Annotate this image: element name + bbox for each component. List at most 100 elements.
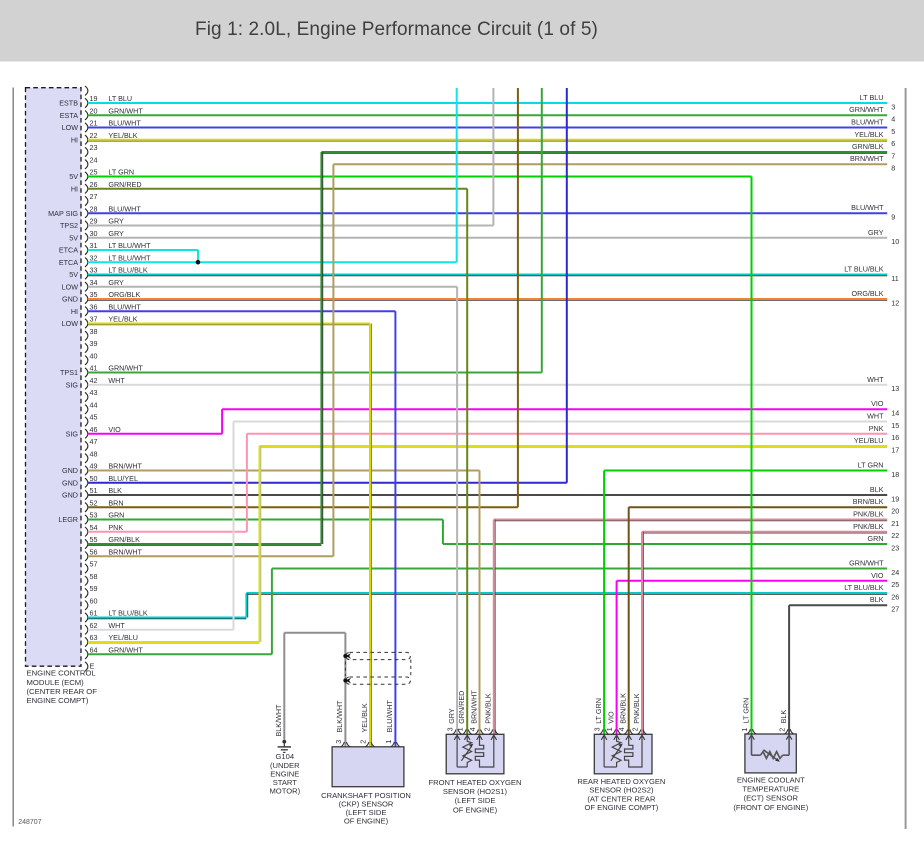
svg-text:42: 42: [90, 376, 98, 385]
svg-text:LT BLU/BLK: LT BLU/BLK: [844, 583, 883, 592]
svg-text:32: 32: [90, 253, 98, 262]
svg-text:27: 27: [891, 605, 899, 614]
svg-text:WHT: WHT: [108, 376, 125, 385]
svg-text:PNK/BLK: PNK/BLK: [484, 693, 493, 724]
svg-text:27: 27: [90, 192, 98, 201]
svg-text:2: 2: [631, 727, 640, 731]
svg-text:37: 37: [90, 315, 98, 324]
svg-text:(LEFT SIDE: (LEFT SIDE: [455, 796, 496, 805]
svg-text:39: 39: [90, 339, 98, 348]
svg-text:GRN/RED: GRN/RED: [457, 691, 466, 724]
svg-text:WHT: WHT: [108, 621, 125, 630]
svg-text:51: 51: [90, 486, 98, 495]
svg-text:35: 35: [90, 290, 98, 299]
svg-text:(CKP) SENSOR: (CKP) SENSOR: [339, 799, 394, 808]
svg-text:Fig 1: 2.0L, Engine Performanc: Fig 1: 2.0L, Engine Performance Circuit …: [195, 19, 598, 40]
svg-text:LT BLU/BLK: LT BLU/BLK: [108, 609, 147, 618]
svg-text:PNK/BLK: PNK/BLK: [853, 522, 884, 531]
svg-text:2: 2: [358, 740, 367, 744]
svg-text:20: 20: [891, 507, 899, 516]
svg-text:4: 4: [891, 115, 895, 124]
svg-text:LOW: LOW: [62, 319, 79, 328]
svg-text:64: 64: [90, 646, 98, 655]
svg-text:58: 58: [90, 572, 98, 581]
svg-text:1: 1: [384, 740, 393, 744]
svg-text:BRN/BLK: BRN/BLK: [619, 693, 628, 724]
svg-text:16: 16: [891, 433, 899, 442]
svg-text:LT BLU/WHT: LT BLU/WHT: [108, 253, 151, 262]
svg-text:BRN/WHT: BRN/WHT: [469, 690, 478, 724]
svg-text:TPS1: TPS1: [60, 368, 78, 377]
svg-text:3: 3: [446, 727, 455, 731]
svg-text:GRN/WHT: GRN/WHT: [849, 559, 884, 568]
svg-text:LT GRN: LT GRN: [594, 698, 603, 724]
svg-text:18: 18: [891, 470, 899, 479]
svg-text:GRN/RED: GRN/RED: [108, 180, 141, 189]
svg-text:LT GRN: LT GRN: [108, 168, 134, 177]
svg-text:PNK/BLK: PNK/BLK: [632, 693, 641, 724]
svg-text:FRONT HEATED OXYGEN: FRONT HEATED OXYGEN: [429, 778, 522, 787]
svg-text:28: 28: [90, 204, 98, 213]
svg-text:34: 34: [90, 278, 98, 287]
svg-text:11: 11: [891, 274, 898, 283]
svg-text:ENGINE: ENGINE: [270, 769, 299, 778]
svg-text:21: 21: [891, 519, 899, 528]
svg-text:LT BLU/BLK: LT BLU/BLK: [844, 265, 883, 274]
svg-text:GND: GND: [62, 466, 78, 475]
svg-text:BRN: BRN: [108, 498, 123, 507]
svg-text:46: 46: [90, 425, 98, 434]
svg-text:VIO: VIO: [108, 425, 121, 434]
svg-text:5: 5: [891, 127, 895, 136]
svg-text:31: 31: [90, 241, 98, 250]
svg-text:VIO: VIO: [871, 399, 884, 408]
svg-text:12: 12: [891, 298, 899, 307]
svg-text:BRN/WHT: BRN/WHT: [108, 462, 142, 471]
svg-text:MOTOR): MOTOR): [269, 787, 300, 796]
svg-text:OF ENGINE): OF ENGINE): [453, 805, 498, 814]
svg-text:GRY: GRY: [868, 228, 884, 237]
svg-text:5V: 5V: [69, 270, 78, 279]
svg-text:9: 9: [891, 213, 895, 222]
svg-text:43: 43: [90, 388, 98, 397]
svg-text:YEL/BLK: YEL/BLK: [854, 130, 883, 139]
svg-text:LT GRN: LT GRN: [741, 698, 750, 724]
svg-text:ENGINE COMPT): ENGINE COMPT): [27, 696, 89, 705]
svg-text:YEL/BLK: YEL/BLK: [108, 315, 137, 324]
svg-text:GRN/WHT: GRN/WHT: [108, 364, 143, 373]
svg-text:60: 60: [90, 597, 98, 606]
svg-text:ORG/BLK: ORG/BLK: [852, 289, 884, 298]
svg-text:OF ENGINE COMPT): OF ENGINE COMPT): [584, 803, 658, 812]
svg-text:24: 24: [891, 568, 899, 577]
svg-text:YEL/BLU: YEL/BLU: [854, 436, 884, 445]
svg-text:LT BLU: LT BLU: [860, 93, 884, 102]
svg-text:22: 22: [90, 131, 98, 140]
svg-text:GND: GND: [62, 295, 78, 304]
svg-text:(CENTER REAR OF: (CENTER REAR OF: [27, 687, 98, 696]
svg-text:GRY: GRY: [108, 278, 124, 287]
svg-text:BLK: BLK: [779, 710, 788, 724]
svg-text:BLU/WHT: BLU/WHT: [385, 700, 394, 733]
svg-text:ESTB: ESTB: [59, 99, 78, 108]
svg-text:23: 23: [90, 143, 98, 152]
svg-text:(LEFT SIDE: (LEFT SIDE: [346, 808, 387, 817]
svg-text:GRN/WHT: GRN/WHT: [108, 646, 143, 655]
svg-text:PNK/BLK: PNK/BLK: [853, 510, 884, 519]
svg-text:ENGINE CONTROL: ENGINE CONTROL: [27, 669, 97, 678]
svg-text:BLU/WHT: BLU/WHT: [851, 203, 884, 212]
svg-text:45: 45: [90, 413, 98, 422]
svg-text:19: 19: [90, 94, 98, 103]
svg-text:1: 1: [456, 727, 465, 731]
svg-text:BLU/YEL: BLU/YEL: [108, 474, 138, 483]
svg-text:33: 33: [90, 266, 98, 275]
svg-text:7: 7: [891, 151, 895, 160]
svg-text:VIO: VIO: [871, 571, 884, 580]
svg-text:26: 26: [90, 180, 98, 189]
svg-text:8: 8: [891, 164, 895, 173]
svg-text:HI: HI: [71, 184, 78, 193]
svg-text:49: 49: [90, 462, 98, 471]
svg-text:SENSOR (HO2S2): SENSOR (HO2S2): [589, 786, 654, 795]
svg-text:3: 3: [593, 727, 602, 731]
svg-text:2: 2: [482, 727, 491, 731]
svg-text:PNK: PNK: [869, 424, 884, 433]
svg-text:G104: G104: [276, 752, 295, 761]
